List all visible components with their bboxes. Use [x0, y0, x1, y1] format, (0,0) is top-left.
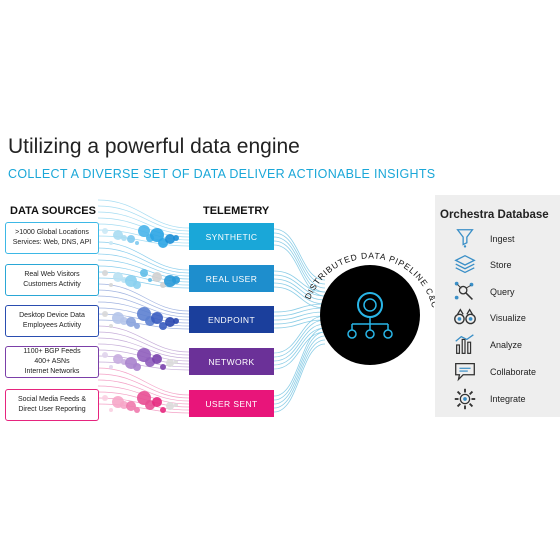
panel-item-integrate: Integrate	[452, 388, 557, 410]
panel-item-label: Analyze	[490, 340, 523, 350]
data-source-text: Social Media Feeds &	[17, 396, 87, 403]
telemetry-label: ENDPOINT	[207, 314, 256, 325]
page-subtitle: COLLECT A DIVERSE SET OF DATA DELIVER AC…	[8, 167, 436, 181]
pipeline-hub	[320, 265, 420, 365]
telemetry-box: NETWORK	[189, 348, 274, 375]
telemetry-box: USER SENT	[189, 390, 274, 417]
data-source-text: Direct User Reporting	[18, 406, 86, 413]
data-source-text: Employees Activity	[22, 322, 82, 329]
data-source-box: Social Media Feeds & Direct User Reportin…	[5, 389, 99, 421]
telemetry-box: REAL USER	[189, 265, 274, 292]
page-title: Utilizing a powerful data engine	[8, 135, 300, 158]
data-dots	[102, 225, 180, 413]
panel-item-store: Store	[452, 254, 557, 276]
panel-item-label: Collaborate	[490, 367, 537, 377]
data-source-text: Desktop Device Data	[19, 312, 85, 319]
panel-item-label: Query	[490, 287, 515, 297]
layers-icon	[454, 254, 476, 274]
panel-item-collaborate: Collaborate	[452, 361, 557, 383]
gear-icon	[454, 388, 476, 410]
panel-item-ingest: Ingest	[452, 228, 557, 250]
panel-item-query: Query	[452, 281, 557, 303]
telemetry-box: SYNTHETIC	[189, 223, 274, 250]
telemetry-label: USER SENT	[205, 398, 258, 409]
panel-title: Orchestra Database	[440, 209, 549, 221]
data-source-text: Internet Networks	[24, 368, 80, 375]
panel-item-label: Visualize	[490, 313, 526, 323]
telemetry-label: REAL USER	[205, 273, 258, 284]
telemetry-box: ENDPOINT	[189, 306, 274, 333]
data-sources-heading: DATA SOURCES	[10, 205, 96, 217]
panel-item-label: Store	[490, 260, 512, 270]
data-source-text: Real Web Visitors	[24, 271, 80, 278]
data-source-text: 400+ ASNs	[34, 358, 70, 365]
bar-chart-icon	[455, 334, 474, 354]
panel-item-label: Integrate	[490, 394, 526, 404]
pipeline-flow-lines	[273, 228, 326, 413]
panel-item-visualize: Visualize	[452, 307, 557, 329]
data-source-text: >1000 Global Locations	[15, 229, 89, 236]
telemetry-label: NETWORK	[208, 356, 255, 367]
funnel-icon	[456, 229, 474, 248]
orchestra-database-panel	[435, 195, 560, 417]
binoculars-icon	[454, 308, 476, 325]
panel-item-label: Ingest	[490, 234, 515, 244]
data-source-text: Services: Web, DNS, API	[12, 239, 92, 246]
data-source-text: 1100+ BGP Feeds	[23, 348, 81, 355]
panel-item-analyze: Analyze	[452, 334, 557, 356]
data-source-text: Customers Activity	[23, 281, 81, 288]
telemetry-heading: TELEMETRY	[203, 205, 270, 217]
network-query-icon	[454, 281, 474, 300]
telemetry-label: SYNTHETIC	[205, 231, 258, 242]
speech-bubble-icon	[455, 362, 475, 382]
